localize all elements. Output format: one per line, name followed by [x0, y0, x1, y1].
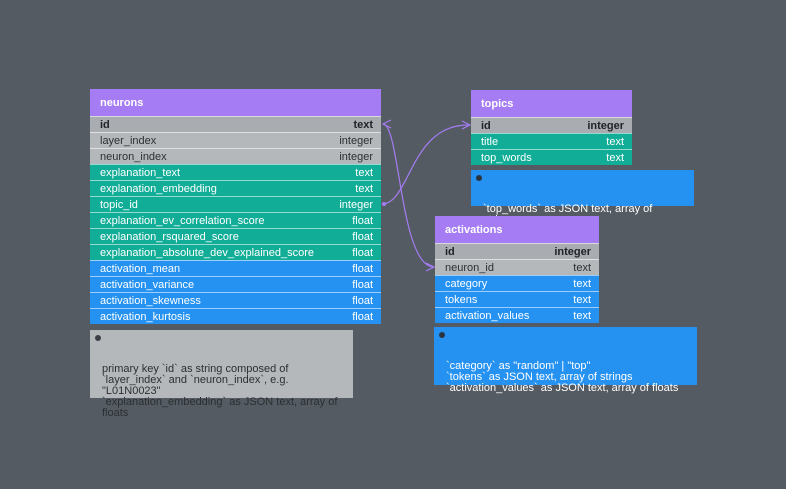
note-bullet-icon	[439, 332, 445, 338]
note-activations[interactable]: `category` as "random" | "top" `tokens` …	[434, 327, 697, 394]
link-neurons-arrow	[381, 119, 392, 129]
column-row-activation-mean[interactable]: activation_mean float	[90, 260, 381, 276]
column-name: id	[445, 245, 455, 258]
column-row-activation-kurtosis[interactable]: activation_kurtosis float	[90, 308, 381, 324]
column-type: text	[573, 261, 591, 274]
link-crowfoot	[425, 262, 436, 272]
table-topics[interactable]: topics id integer title text top_words text	[471, 90, 632, 165]
column-name: activation_variance	[100, 278, 195, 291]
column-row-explanation-rsquared-score[interactable]: explanation_rsquared_score float	[90, 228, 381, 244]
column-row-activation-values[interactable]: activation_values text	[435, 307, 599, 323]
column-type: text	[355, 166, 373, 179]
column-row-explanation-ev-correlation-score[interactable]: explanation_ev_correlation_score float	[90, 212, 381, 228]
column-row-neuron-id[interactable]: neuron_id text	[435, 259, 599, 275]
column-row-activation-variance[interactable]: activation_variance float	[90, 276, 381, 292]
column-row-id[interactable]: id text	[90, 116, 381, 132]
column-name: neuron_index	[100, 150, 167, 163]
column-type: text	[353, 118, 373, 131]
column-type: text	[573, 293, 591, 306]
column-name: id	[100, 118, 110, 131]
column-name: activation_mean	[100, 262, 181, 275]
column-name: tokens	[445, 293, 478, 306]
column-row-activation-skewness[interactable]: activation_skewness float	[90, 292, 381, 308]
column-type: float	[352, 310, 373, 323]
column-type: float	[352, 246, 373, 259]
column-type: integer	[554, 245, 591, 258]
column-type: text	[573, 309, 591, 322]
table-header-neurons[interactable]: neurons	[90, 89, 381, 116]
link-topic-id-to-topics-id	[381, 124, 469, 205]
column-row-tokens[interactable]: tokens text	[435, 291, 599, 307]
note-activations-text: `category` as "random" | "top" `tokens` …	[446, 360, 679, 394]
column-name: activation_skewness	[100, 294, 201, 307]
table-header-activations[interactable]: activations	[435, 216, 599, 243]
note-neurons-text: primary key `id` as string composed of `…	[102, 363, 338, 419]
table-header-topics[interactable]: topics	[471, 90, 632, 117]
column-row-category[interactable]: category text	[435, 275, 599, 291]
column-row-top-words[interactable]: top_words text	[471, 149, 632, 165]
column-type: float	[352, 294, 373, 307]
column-name: activation_kurtosis	[100, 310, 191, 323]
column-name: topic_id	[100, 198, 138, 211]
link-neuron-id-to-neurons-id	[382, 123, 435, 268]
column-name: id	[481, 119, 491, 132]
column-name: explanation_text	[100, 166, 181, 179]
column-type: integer	[339, 198, 373, 211]
note-topics[interactable]: `top_words` as JSON text, array of strin…	[471, 170, 694, 226]
column-name: explanation_embedding	[100, 182, 217, 195]
column-name: category	[445, 277, 488, 290]
column-type: integer	[587, 119, 624, 132]
note-bullet-icon	[476, 175, 482, 181]
column-row-explanation-absolute-dev-explained-score[interactable]: explanation_absolute_dev_explained_score…	[90, 244, 381, 260]
column-name: activation_values	[445, 309, 530, 322]
column-type: text	[606, 135, 624, 148]
column-type: float	[352, 262, 373, 275]
column-row-id[interactable]: id integer	[435, 243, 599, 259]
column-name: explanation_absolute_dev_explained_score	[100, 246, 315, 259]
column-type: float	[352, 230, 373, 243]
column-type: text	[355, 182, 373, 195]
column-row-neuron-index[interactable]: neuron_index integer	[90, 148, 381, 164]
column-name: layer_index	[100, 134, 157, 147]
column-name: top_words	[481, 151, 532, 164]
column-row-id[interactable]: id integer	[471, 117, 632, 133]
column-row-explanation-text[interactable]: explanation_text text	[90, 164, 381, 180]
column-name: explanation_rsquared_score	[100, 230, 239, 243]
note-neurons[interactable]: primary key `id` as string composed of `…	[90, 330, 353, 419]
table-rows-topics: id integer title text top_words text	[471, 117, 632, 165]
column-type: integer	[339, 150, 373, 163]
column-row-topic-id[interactable]: topic_id integer	[90, 196, 381, 212]
link-topics-arrow	[461, 120, 472, 130]
column-row-title[interactable]: title text	[471, 133, 632, 149]
column-name: neuron_id	[445, 261, 494, 274]
link-endpoint-dot	[382, 202, 386, 206]
column-row-layer-index[interactable]: layer_index integer	[90, 132, 381, 148]
column-name: title	[481, 135, 499, 148]
column-type: integer	[339, 134, 373, 147]
column-row-explanation-embedding[interactable]: explanation_embedding text	[90, 180, 381, 196]
column-type: text	[606, 151, 624, 164]
column-type: text	[573, 277, 591, 290]
column-name: explanation_ev_correlation_score	[100, 214, 265, 227]
column-type: float	[352, 278, 373, 291]
column-type: float	[352, 214, 373, 227]
note-bullet-icon	[95, 335, 101, 341]
